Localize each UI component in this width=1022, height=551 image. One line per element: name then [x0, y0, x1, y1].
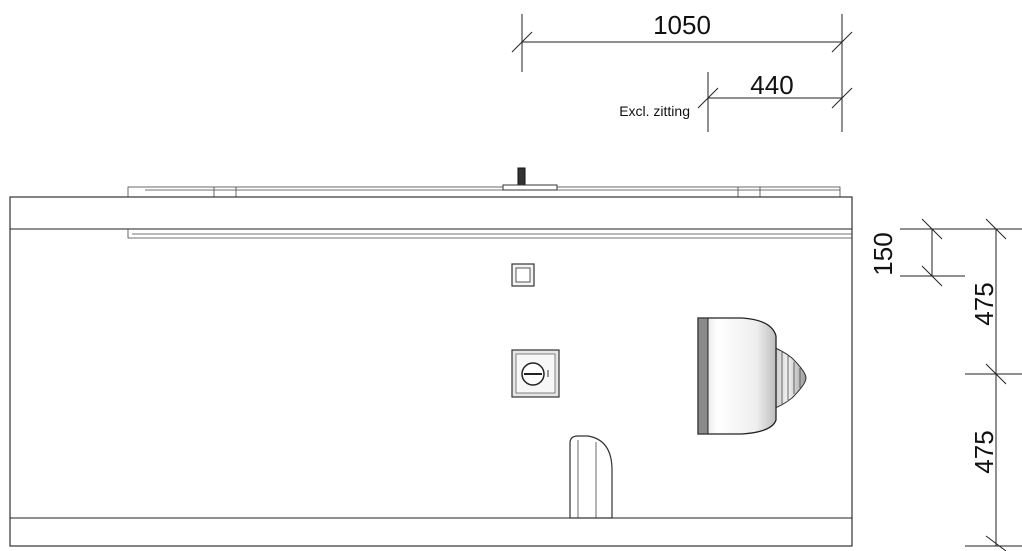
upper-rail — [127, 229, 852, 239]
dimension-offset-150: 150 — [868, 218, 1022, 287]
indicator-light — [511, 263, 535, 287]
rotary-switch — [511, 349, 560, 398]
dimension-lower-475-label: 475 — [969, 430, 999, 473]
top-rim — [127, 186, 841, 198]
dimension-partial-width-label: 440 — [750, 70, 793, 100]
top-knob — [502, 167, 558, 191]
dimension-partial-note: Excl. zitting — [619, 103, 690, 119]
dimension-lower-475: 475 — [965, 374, 1022, 551]
dimension-total-width-label: 1050 — [653, 10, 711, 40]
dimension-upper-475: 475 — [965, 218, 1022, 385]
dimension-upper-475-label: 475 — [969, 282, 999, 325]
door-handle — [569, 435, 613, 519]
dimension-total-width: 1050 — [511, 10, 853, 132]
dimension-offset-150-label: 150 — [868, 232, 898, 275]
side-heater — [697, 317, 807, 435]
dimension-partial-width: 440 Excl. zitting — [619, 70, 853, 132]
